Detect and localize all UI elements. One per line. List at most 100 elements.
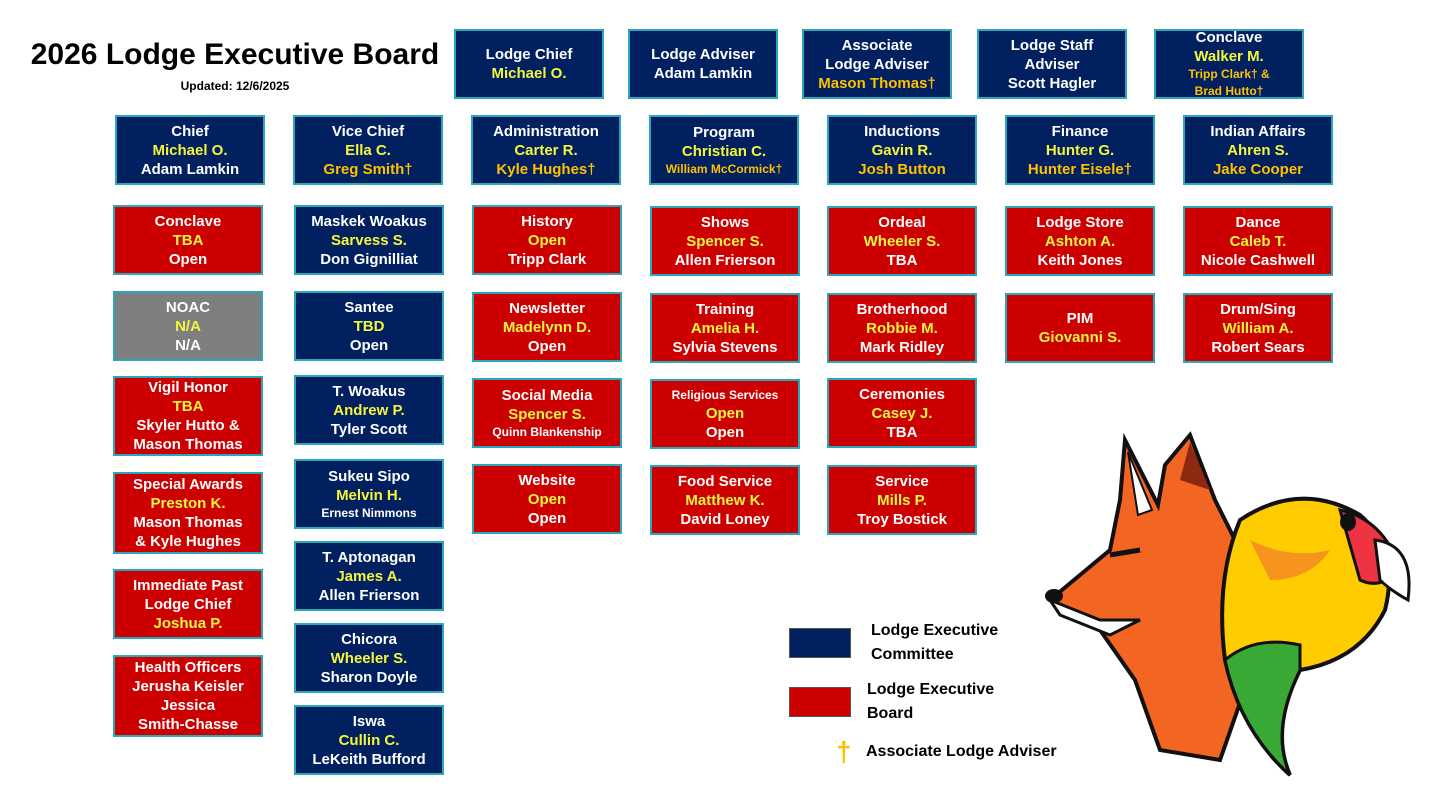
member-name: Josh Button	[858, 160, 946, 178]
member-name: Preston K.	[150, 495, 226, 512]
position-title: Maskek Woakus	[311, 212, 427, 230]
member-name: Caleb T.	[1229, 232, 1287, 250]
member-name: Lodge Adviser	[825, 55, 929, 73]
member-name: TBA	[172, 231, 204, 249]
fox-icon	[1045, 431, 1258, 763]
member-name: James A.	[336, 567, 402, 585]
member-name: Gavin R.	[871, 141, 933, 159]
member-name: TBA	[172, 398, 204, 415]
member-name: Open	[349, 336, 389, 354]
position-title: Training	[695, 300, 755, 318]
position-title: Health Officers	[134, 659, 242, 676]
fox-parrot-mascot-icon	[1045, 431, 1411, 777]
member-name: Sylvia Stevens	[672, 338, 778, 356]
position-title: Drum/Sing	[1220, 300, 1296, 318]
member-name: Greg Smith†	[323, 160, 413, 178]
legend-committee-swatch	[789, 628, 851, 658]
member-name: & Kyle Hughes	[135, 533, 241, 550]
member-name: Jerusha Keisler	[132, 678, 244, 695]
member-name: Brad Hutto†	[1194, 84, 1264, 98]
parrot-icon	[1220, 496, 1411, 777]
member-name: Joshua P.	[153, 614, 223, 632]
member-name: Don Gignilliat	[320, 250, 418, 268]
member-name: Michael O.	[152, 141, 228, 159]
legend-committee-label: Lodge Executive Committee	[871, 619, 998, 667]
member-name: Open	[527, 509, 567, 527]
position-title: Lodge Store	[1036, 213, 1124, 231]
member-name: Open	[527, 337, 567, 355]
member-name: N/A	[175, 336, 201, 354]
member-name: LeKeith Bufford	[312, 750, 426, 768]
legend-board-swatch	[789, 687, 851, 717]
member-name: Wheeler S.	[330, 649, 408, 667]
member-name: Sharon Doyle	[320, 668, 418, 686]
member-name: TBD	[353, 317, 385, 335]
position-title: Website	[518, 471, 576, 489]
member-name: Nicole Cashwell	[1200, 251, 1316, 269]
position-title: Lodge Adviser	[651, 46, 755, 63]
member-name: Adam Lamkin	[653, 65, 753, 82]
member-name: Troy Bostick	[856, 510, 948, 528]
position-title: NOAC	[165, 298, 211, 316]
member-name: Spencer S.	[686, 232, 764, 250]
member-name: Keith Jones	[1037, 251, 1123, 269]
member-name: Jake Cooper	[1212, 160, 1304, 178]
member-name: Kyle Hughes†	[496, 160, 596, 178]
member-name: Jessica	[160, 697, 216, 714]
member-name: Andrew P.	[333, 401, 405, 419]
position-title: Vice Chief	[331, 122, 405, 140]
position-title: Religious Services	[671, 387, 779, 402]
page-title: 2026 Lodge Executive Board	[30, 38, 440, 71]
member-name: Matthew K.	[685, 491, 765, 509]
position-title: Newsletter	[509, 299, 585, 317]
member-name: Mason Thomas	[133, 436, 243, 453]
position-title: T. Woakus	[332, 382, 406, 400]
position-title: Dance	[1235, 213, 1281, 231]
position-title: Shows	[700, 213, 750, 231]
position-title: Iswa	[352, 712, 386, 730]
position-title: Chief	[171, 122, 209, 140]
position-title: Administration	[493, 122, 599, 140]
member-name: Melvin H.	[336, 486, 402, 504]
position-title: Conclave	[1195, 29, 1263, 46]
member-name: William A.	[1222, 319, 1294, 337]
member-name: Quinn Blankenship	[492, 424, 602, 439]
legend-committee-line2: Committee	[871, 646, 954, 663]
member-name: Mills P.	[877, 491, 927, 509]
member-name: Ahren S.	[1227, 141, 1289, 159]
member-name: Allen Frierson	[318, 586, 420, 604]
member-name: Ashton A.	[1044, 232, 1116, 250]
member-name: Spencer S.	[508, 405, 586, 423]
member-name: Robbie M.	[866, 319, 938, 337]
member-name: Sarvess S.	[331, 231, 407, 249]
member-name: Lodge Chief	[144, 595, 232, 613]
member-name: Giovanni S.	[1038, 329, 1122, 346]
legend-board-label: Lodge Executive Board	[867, 678, 994, 726]
position-title: Associate	[841, 36, 913, 54]
member-name: Cullin C.	[338, 731, 400, 749]
position-title: Conclave	[154, 212, 222, 230]
member-name: Smith-Chasse	[137, 716, 239, 733]
member-name: TBA	[886, 423, 918, 441]
member-name: Ella C.	[345, 141, 391, 159]
